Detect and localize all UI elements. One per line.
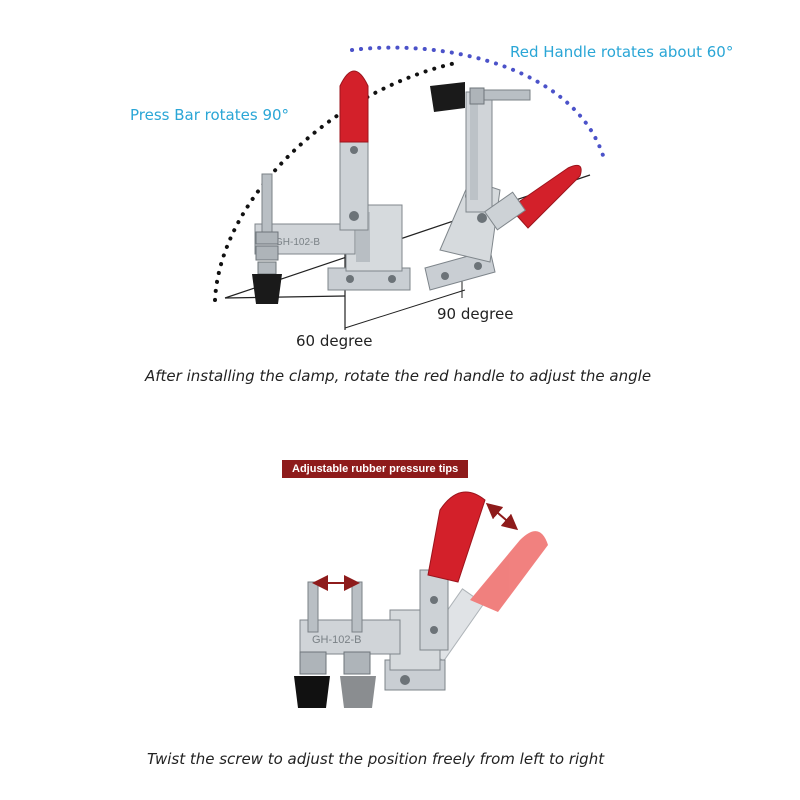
left-rubber-tip	[252, 274, 282, 304]
right-rubber-tip	[430, 82, 465, 112]
press-bar-label: Press Bar rotates 90°	[130, 106, 290, 124]
right-clamp	[424, 82, 582, 291]
bottom-red-handle	[427, 491, 486, 583]
left-clamp-stamp: GH-102-B	[275, 237, 320, 248]
angle-90-label: 90 degree	[437, 305, 514, 323]
top-caption: After installing the clamp, rotate the r…	[145, 367, 652, 385]
bottom-clamp-stamp: GH-102-B	[312, 634, 362, 646]
press-bar-rotation-arc	[213, 60, 462, 302]
right-red-handle	[509, 164, 582, 229]
left-clamp: GH-102-B	[252, 70, 411, 304]
grey-rubber-tip	[340, 676, 376, 708]
left-red-handle	[339, 70, 369, 143]
handle-rotation-arc	[350, 45, 607, 164]
handle-rotation-label: Red Handle rotates about 60°	[510, 43, 734, 61]
handle-adjust-arrow	[485, 502, 519, 531]
black-rubber-tip	[294, 676, 330, 708]
bottom-caption: Twist the screw to adjust the position f…	[147, 750, 605, 768]
rubber-tips-banner: Adjustable rubber pressure tips	[282, 460, 469, 478]
angle-60-label: 60 degree	[296, 332, 373, 350]
